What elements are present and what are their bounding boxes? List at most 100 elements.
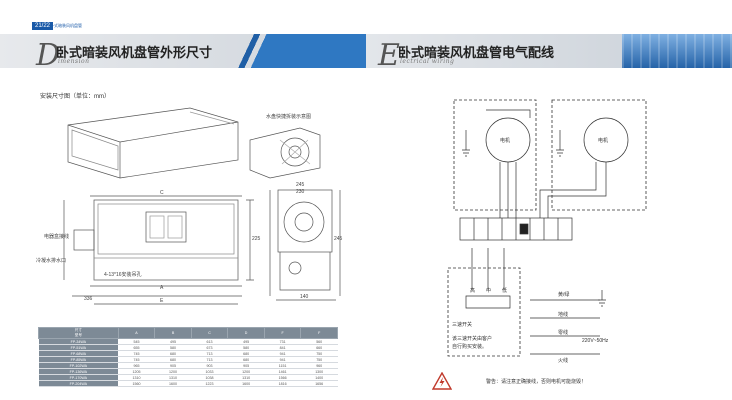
terminal-label-high: 高 xyxy=(470,287,475,294)
model-cell: FP-34WA xyxy=(38,338,119,345)
table-cell: 903 xyxy=(191,362,228,369)
right-section-letter: E xyxy=(378,38,400,73)
left-header-band xyxy=(0,34,366,68)
table-cell: 660 xyxy=(300,344,338,351)
column-header: C xyxy=(190,327,229,339)
table-cell: 495 xyxy=(154,338,192,345)
terminal-label-low: 低 xyxy=(502,287,507,294)
table-cell: 1310 xyxy=(118,374,155,381)
column-header: B xyxy=(154,327,192,339)
table-cell: 495 xyxy=(227,338,265,345)
model-cell: FP-68WA xyxy=(38,350,119,357)
wire-label-neutral: 零线 xyxy=(558,329,568,336)
table-cell: 1223 xyxy=(191,380,228,387)
model-cell: FP-170WA xyxy=(38,374,119,381)
table-cell: 1151 xyxy=(264,362,301,369)
table-cell: 1200 xyxy=(154,368,192,375)
dim-label: 336 xyxy=(84,296,93,302)
table-cell: 1461 xyxy=(264,368,301,375)
right-section-subtitle: lectrical wiring xyxy=(400,58,455,65)
page-subtitle: 卧式暗装风机盘管 xyxy=(50,23,82,28)
dim-label: A xyxy=(160,285,164,291)
dim-label: 245 xyxy=(334,236,343,242)
table-cell: 560 xyxy=(300,338,338,345)
table-cell: 745 xyxy=(118,350,155,357)
table-cell: 745 xyxy=(118,356,155,363)
table-cell: 731 xyxy=(264,338,301,345)
page-number: 21/22 xyxy=(32,22,54,30)
dim-label: C xyxy=(160,190,164,196)
wire-label-live: 火线 xyxy=(558,357,568,364)
table-cell: 1600 xyxy=(154,380,192,387)
table-cell: 655 xyxy=(118,344,155,351)
voltage-label: 220V~50Hz xyxy=(582,338,609,344)
table-cell: 960 xyxy=(300,362,338,369)
table-cell: 713 xyxy=(191,350,228,357)
table-cell: 941 xyxy=(264,350,301,357)
model-cell: FP-51WA xyxy=(38,344,119,351)
column-header: F xyxy=(300,327,338,339)
table-cell: 680 xyxy=(227,350,265,357)
table-cell: 905 xyxy=(154,362,192,369)
table-cell: 965 xyxy=(118,362,155,369)
table-cell: 1033 xyxy=(191,368,228,375)
table-cell: 680 xyxy=(227,356,265,363)
table-cell: 1656 xyxy=(300,380,338,387)
switch-note-2: 自行购买安装。 xyxy=(452,343,487,350)
table-cell: 1600 xyxy=(227,380,265,387)
table-cell: 1205 xyxy=(118,368,155,375)
elec-box-label: 电器盒接线 xyxy=(44,233,69,240)
table-cell: 1038 xyxy=(191,374,228,381)
column-header: D xyxy=(227,327,265,339)
model-cell: FP-85WA xyxy=(38,356,119,363)
table-cell: 1310 xyxy=(227,374,265,381)
dim-label: 225 xyxy=(252,236,261,242)
table-cell: 680 xyxy=(154,356,192,363)
table-cell: 673 xyxy=(191,344,228,351)
table-cell: 1816 xyxy=(264,380,301,387)
table-cell: 1400 xyxy=(300,374,338,381)
warning-text: 警告：请注意正确接线，否则电机可能烧毁！ xyxy=(486,379,587,385)
water-tray-label: 水盘快捷拆装示意图 xyxy=(266,113,311,120)
motor-label: 电机 xyxy=(598,137,608,144)
table-cell: 941 xyxy=(264,356,301,363)
dim-label: 230 xyxy=(296,189,305,195)
column-header: F xyxy=(263,327,302,339)
water-outlet-label: 冷凝水排水口 xyxy=(36,257,66,264)
table-cell: 545 xyxy=(118,338,155,345)
left-section-letter: D xyxy=(36,38,61,73)
right-header-band xyxy=(366,34,732,68)
right-section-title: 卧式暗装风机盘管电气配线 xyxy=(398,45,555,60)
table-cell: 1300 xyxy=(300,368,338,375)
warning-icon xyxy=(432,372,452,390)
model-cell: FP-204WA xyxy=(38,380,119,387)
table-cell: 905 xyxy=(227,362,265,369)
dim-label: 140 xyxy=(300,294,309,300)
table-cell: 750 xyxy=(300,356,338,363)
table-cell: 1200 xyxy=(227,368,265,375)
wire-label-ground-color: 黄/绿 xyxy=(558,291,569,298)
installation-caption: 安装尺寸图（单位：mm） xyxy=(40,94,110,100)
switch-label: 三速开关 xyxy=(452,321,472,328)
table-cell: 680 xyxy=(154,350,192,357)
screw-hole-label: 4-13*16安装吊孔 xyxy=(104,271,142,278)
dim-label: E xyxy=(160,298,164,304)
terminal-label-mid: 中 xyxy=(486,287,491,294)
table-cell: 713 xyxy=(191,356,228,363)
column-header: A xyxy=(117,327,156,339)
table-cell: 580 xyxy=(227,344,265,351)
wire-label-ground: 地线 xyxy=(558,311,568,318)
left-section-subtitle: imension xyxy=(58,58,90,65)
table-cell: 1566 xyxy=(264,374,301,381)
table-cell: 1560 xyxy=(118,380,155,387)
motor-label: 电机 xyxy=(500,137,510,144)
table-cell: 750 xyxy=(300,350,338,357)
